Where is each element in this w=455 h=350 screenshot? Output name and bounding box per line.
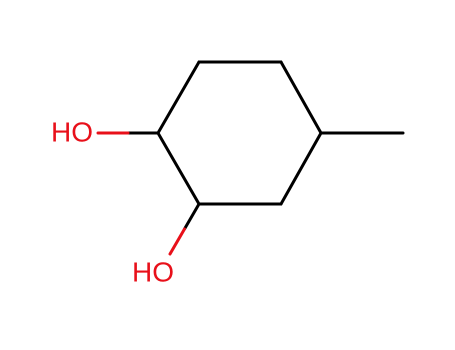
atom-label-o1: HO [51,116,93,147]
bond-c4-c5 [279,131,323,206]
bond-c1-c2 [156,60,201,135]
bond-c6-o2-half-b [168,227,186,256]
atom-labels-group: HO HO [51,116,174,287]
bond-c6-c1 [156,131,201,206]
bonds-group [96,60,405,256]
atom-label-o2: HO [132,256,174,287]
bond-c6-o2-half-a [183,202,201,231]
bond-c3-c4 [279,60,323,135]
